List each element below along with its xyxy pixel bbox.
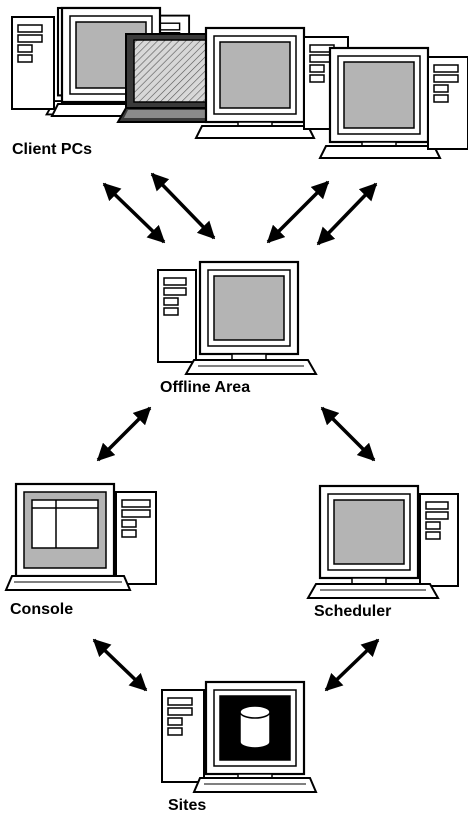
client-pc-monitor-3-icon — [318, 46, 442, 159]
arrow-offline-console-icon — [96, 406, 152, 462]
client-pc-tower-icon — [11, 16, 55, 110]
arrow-client-1-icon — [102, 182, 166, 244]
arrow-client-2-icon — [150, 172, 216, 240]
sites-label: Sites — [168, 797, 206, 814]
database-cylinder-icon — [239, 705, 271, 749]
arrow-client-4-icon — [316, 182, 378, 246]
scheduler-label: Scheduler — [314, 603, 391, 620]
console-computer-icon — [4, 482, 157, 591]
offline-area-label: Offline Area — [160, 379, 250, 396]
sites-node: Sites — [161, 680, 318, 814]
client-pcs-group: Client PCs — [11, 6, 468, 159]
offline-area-node: Offline Area — [156, 260, 318, 396]
client-pc-monitor-2-icon — [194, 26, 316, 139]
client-pc-tower-3-icon — [427, 56, 468, 150]
sites-computer-icon — [161, 680, 318, 793]
arrow-client-3-icon — [266, 180, 330, 244]
scheduler-node: Scheduler — [306, 484, 460, 620]
client-laptop-icon — [116, 33, 224, 123]
arrow-offline-scheduler-icon — [320, 406, 376, 462]
console-node: Console — [4, 482, 157, 618]
arrow-console-sites-icon — [92, 638, 148, 692]
offline-area-computer-icon — [156, 260, 318, 376]
client-to-offline-arrows — [102, 172, 378, 246]
console-label: Console — [10, 601, 73, 618]
sites-arrows — [92, 638, 380, 692]
offline-arrows — [96, 406, 376, 462]
scheduler-computer-icon — [306, 484, 460, 600]
client-pcs-label: Client PCs — [12, 141, 92, 158]
arrow-scheduler-sites-icon — [324, 638, 380, 692]
